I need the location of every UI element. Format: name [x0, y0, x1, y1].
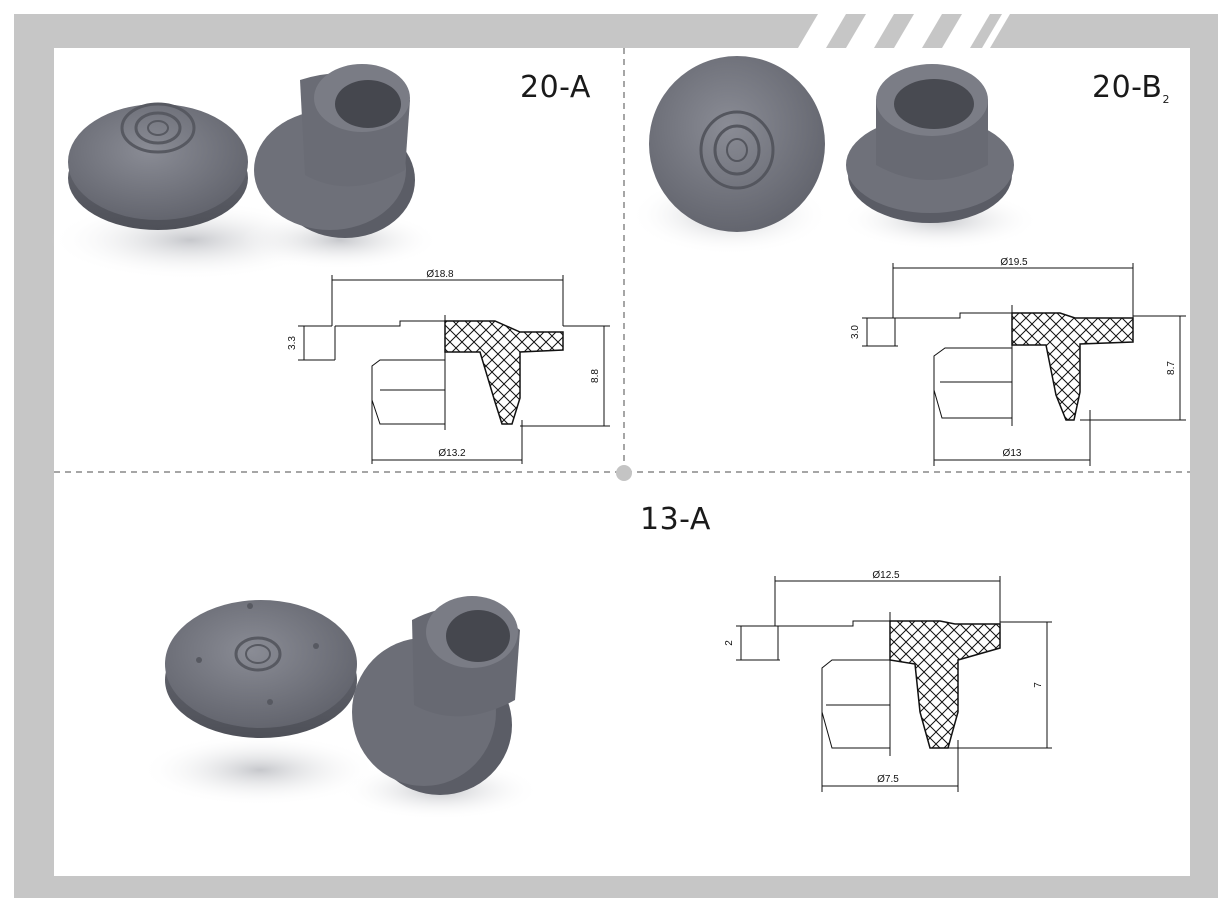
dim-20b2-plug-diameter: Ø13: [1003, 448, 1022, 459]
dim-20a-plug-diameter: Ø13.2: [438, 448, 466, 459]
panel-label-20-b2: 20-B2: [1092, 70, 1170, 106]
panel-label-text: 20-A: [520, 70, 591, 105]
dim-13a-total-height: 7: [1033, 682, 1044, 688]
panel-dividers: [54, 48, 1190, 473]
decorative-stripes: [798, 14, 1010, 48]
product-photo-20-b2: [630, 56, 1040, 255]
product-photo-13-a: [140, 596, 540, 820]
product-photo-20-a: [50, 64, 440, 280]
dim-20b2-flange-thickness: 3.0: [850, 325, 861, 339]
dim-13a-flange-thickness: 2: [724, 640, 735, 646]
dim-13a-outer-diameter: Ø12.5: [872, 570, 900, 581]
dimension-labels: Ø18.8 3.3 8.8 Ø13.2 Ø19.5 3.0 8.7 Ø13 Ø1…: [287, 257, 1177, 785]
divider-junction-dot: [616, 465, 632, 481]
panel-label-text: 13-A: [640, 502, 711, 537]
dim-20a-flange-thickness: 3.3: [287, 336, 298, 350]
panel-label-20-a: 20-A: [520, 70, 591, 105]
dim-20b2-total-height: 8.7: [1166, 361, 1177, 375]
dim-20a-total-height: 8.8: [590, 369, 601, 383]
panel-label-13-a: 13-A: [640, 502, 711, 537]
cross-section-drawing-13-a: [736, 576, 1052, 792]
panel-label-subscript: 2: [1162, 93, 1171, 106]
dim-13a-plug-diameter: Ø7.5: [877, 774, 899, 785]
cross-section-drawing-20-b2: [862, 263, 1186, 466]
dim-20b2-outer-diameter: Ø19.5: [1000, 257, 1028, 268]
dim-20a-outer-diameter: Ø18.8: [426, 269, 454, 280]
cross-section-drawing-20-a: [298, 275, 610, 464]
panel-label-text: 20-B: [1092, 70, 1163, 105]
